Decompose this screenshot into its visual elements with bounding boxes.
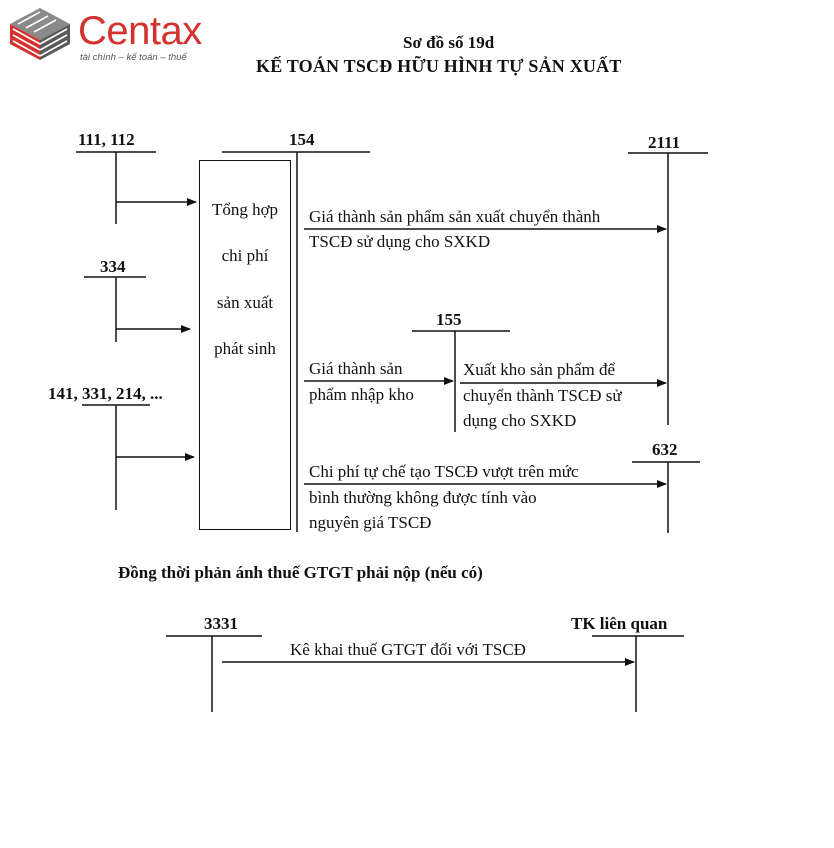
account-155: 155 bbox=[436, 310, 462, 329]
account-154: 154 bbox=[289, 130, 315, 149]
box-154-line-3: sản xuất bbox=[216, 293, 274, 312]
label-to-632-line-1: Chi phí tự chế tạo TSCĐ vượt trên mức bbox=[309, 462, 579, 481]
account-632: 632 bbox=[652, 440, 678, 459]
label-from-155-line-2: chuyển thành TSCĐ sử bbox=[463, 386, 622, 405]
box-154-summary bbox=[199, 160, 291, 530]
diagram-title: KẾ TOÁN TSCĐ HỮU HÌNH TỰ SẢN XUẤT bbox=[256, 56, 622, 76]
centax-cube-icon bbox=[10, 8, 70, 60]
logo-tagline: tài chính – kế toán – thuế bbox=[80, 52, 187, 63]
label-to-2111-line-2: TSCĐ sử dụng cho SXKD bbox=[309, 232, 491, 251]
label-to-155-line-1: Giá thành sản bbox=[309, 359, 403, 378]
vat-heading: Đồng thời phản ánh thuế GTGT phải nộp (n… bbox=[118, 563, 483, 582]
diagram-number: Sơ đồ số 19d bbox=[403, 33, 495, 52]
label-from-155-line-3: dụng cho SXKD bbox=[463, 411, 577, 430]
label-to-632-line-3: nguyên giá TSCĐ bbox=[309, 513, 432, 532]
logo-wordmark: Centax bbox=[78, 9, 202, 53]
label-to-2111-line-1: Giá thành sản phẩm sản xuất chuyển thành bbox=[309, 207, 601, 226]
label-vat-arrow: Kê khai thuế GTGT đối với TSCĐ bbox=[290, 640, 526, 659]
account-141-331-214: 141, 331, 214, ... bbox=[48, 384, 163, 403]
label-to-155-line-2: phẩm nhập kho bbox=[309, 385, 414, 404]
box-154-line-1: Tổng hợp bbox=[211, 200, 279, 219]
account-3331: 3331 bbox=[204, 614, 238, 633]
account-334: 334 bbox=[100, 257, 126, 276]
label-to-632-line-2: bình thường không được tính vào bbox=[309, 488, 537, 507]
box-154-line-2: chi phí bbox=[221, 246, 269, 265]
account-111-112: 111, 112 bbox=[78, 130, 135, 149]
box-154-line-4: phát sinh bbox=[214, 339, 276, 358]
account-2111: 2111 bbox=[648, 133, 681, 152]
account-related: TK liên quan bbox=[571, 614, 668, 633]
label-from-155-line-1: Xuất kho sản phẩm để bbox=[463, 360, 616, 379]
